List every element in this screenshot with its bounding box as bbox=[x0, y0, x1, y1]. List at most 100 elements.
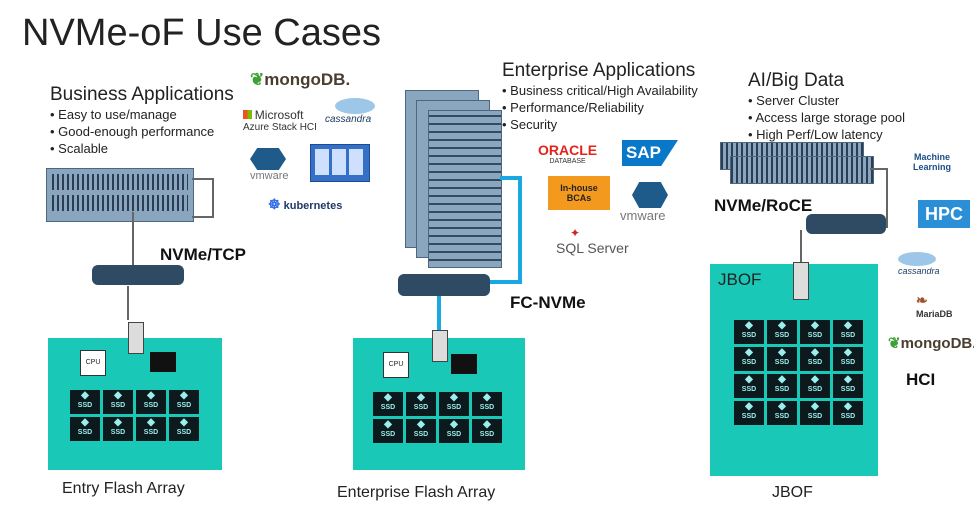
fc-link bbox=[518, 176, 522, 284]
jbof-label: JBOF bbox=[718, 270, 762, 289]
nvme-tcp-label: NVMe/TCP bbox=[160, 245, 246, 264]
business-bullet: Scalable bbox=[50, 140, 214, 157]
enterprise-server-front bbox=[428, 110, 502, 268]
ssd-icon: ◆SSD bbox=[800, 320, 830, 344]
cassandra-text: cassandra bbox=[898, 266, 940, 276]
ssd-icon: ◆SSD bbox=[373, 419, 403, 443]
business-bullet: Easy to use/manage bbox=[50, 106, 214, 123]
enterprise-bullets: Business critical/High Availability Perf… bbox=[502, 82, 698, 133]
oracle-logo: ORACLE DATABASE bbox=[538, 142, 597, 165]
fc-link bbox=[484, 280, 522, 284]
business-switch bbox=[92, 265, 184, 285]
kubernetes-logo: ☸ kubernetes bbox=[268, 196, 342, 213]
page-title: NVMe-oF Use Cases bbox=[22, 12, 381, 54]
dashboard-logo bbox=[310, 144, 370, 182]
microsoft-azure-logo: Microsoft Azure Stack HCI bbox=[243, 108, 317, 133]
ssd-icon: ◆SSD bbox=[800, 347, 830, 371]
ssd-icon: ◆SSD bbox=[70, 417, 100, 441]
ssd-icon: ◆SSD bbox=[767, 401, 797, 425]
sql-server-text: SQL Server bbox=[556, 240, 629, 256]
ssd-icon: ◆SSD bbox=[734, 374, 764, 398]
ssd-icon: ◆SSD bbox=[103, 390, 133, 414]
ssd-grid: ◆SSD◆SSD◆SSD◆SSD ◆SSD◆SSD◆SSD◆SSD bbox=[373, 392, 502, 443]
oracle-sub: DATABASE bbox=[549, 158, 586, 165]
ssd-grid: ◆SSD◆SSD◆SSD◆SSD ◆SSD◆SSD◆SSD◆SSD ◆SSD◆S… bbox=[734, 320, 863, 425]
vmware-logo: vmware bbox=[250, 148, 289, 182]
kubernetes-text: kubernetes bbox=[283, 200, 343, 212]
ssd-icon: ◆SSD bbox=[406, 419, 436, 443]
adapter-icon bbox=[432, 330, 448, 362]
enterprise-flash-caption: Enterprise Flash Array bbox=[337, 484, 496, 501]
fc-link bbox=[437, 296, 441, 336]
vmware-icon bbox=[250, 148, 286, 170]
ai-server bbox=[730, 156, 874, 184]
business-heading: Business Applications bbox=[50, 84, 234, 105]
business-server bbox=[46, 168, 194, 222]
chip-icon bbox=[451, 354, 477, 374]
oracle-text: ORACLE bbox=[538, 142, 598, 158]
ssd-icon: ◆SSD bbox=[833, 374, 863, 398]
enterprise-bullet: Business critical/High Availability bbox=[502, 82, 698, 99]
enterprise-heading: Enterprise Applications bbox=[502, 60, 696, 81]
fc-link bbox=[500, 176, 522, 180]
enterprise-flash-array: CPU ◆SSD◆SSD◆SSD◆SSD ◆SSD◆SSD◆SSD◆SSD bbox=[353, 338, 525, 470]
fc-nvme-label: FC-NVMe bbox=[510, 293, 586, 312]
cassandra-text: cassandra bbox=[325, 114, 372, 125]
ssd-icon: ◆SSD bbox=[767, 347, 797, 371]
kubernetes-icon: ☸ bbox=[268, 196, 281, 212]
jbof-caption: JBOF bbox=[772, 484, 813, 501]
microsoft-text: Microsoft bbox=[254, 108, 304, 122]
ssd-icon: ◆SSD bbox=[136, 390, 166, 414]
sql-server-icon: ✦ bbox=[570, 226, 581, 240]
ssd-icon: ◆SSD bbox=[734, 347, 764, 371]
entry-flash-caption: Entry Flash Array bbox=[62, 480, 185, 497]
ssd-icon: ◆SSD bbox=[472, 419, 502, 443]
sql-server-logo: ✦ SQL Server bbox=[556, 226, 629, 256]
mariadb-text: MariaDB bbox=[916, 309, 953, 319]
ssd-icon: ◆SSD bbox=[472, 392, 502, 416]
cpu-icon: CPU bbox=[383, 352, 409, 378]
vmware-logo-2: vmware bbox=[620, 182, 668, 223]
ai-bullet: Access large storage pool bbox=[748, 109, 905, 126]
cable bbox=[192, 178, 214, 218]
business-bullet: Good-enough performance bbox=[50, 123, 214, 140]
ssd-icon: ◆SSD bbox=[406, 392, 436, 416]
ssd-icon: ◆SSD bbox=[439, 419, 469, 443]
mongodb-logo: ❦mongoDB. bbox=[250, 70, 351, 89]
mariadb-icon: ❧ bbox=[916, 292, 928, 308]
cassandra-logo: cassandra bbox=[325, 98, 375, 125]
dashboard-panel bbox=[315, 149, 365, 175]
ai-switch bbox=[806, 214, 886, 234]
ssd-icon: ◆SSD bbox=[800, 401, 830, 425]
cassandra-eye-icon bbox=[335, 98, 375, 114]
cassandra-eye-icon bbox=[898, 252, 936, 266]
ai-bullets: Server Cluster Access large storage pool… bbox=[748, 92, 905, 143]
mongodb-text: mongoDB. bbox=[264, 70, 351, 89]
vmware-icon bbox=[632, 182, 668, 208]
chip-icon bbox=[150, 352, 176, 372]
enterprise-bullet: Performance/Reliability bbox=[502, 99, 698, 116]
ssd-icon: ◆SSD bbox=[169, 390, 199, 414]
cable bbox=[800, 230, 802, 264]
ssd-icon: ◆SSD bbox=[833, 320, 863, 344]
ai-bullet: Server Cluster bbox=[748, 92, 905, 109]
ssd-icon: ◆SSD bbox=[70, 390, 100, 414]
ssd-grid: ◆SSD◆SSD◆SSD◆SSD ◆SSD◆SSD◆SSD◆SSD bbox=[70, 390, 199, 441]
ai-bullet: High Perf/Low latency bbox=[748, 126, 905, 143]
cassandra-logo-2: cassandra bbox=[898, 252, 940, 276]
ssd-icon: ◆SSD bbox=[734, 320, 764, 344]
enterprise-bullet: Security bbox=[502, 116, 698, 133]
ssd-icon: ◆SSD bbox=[767, 320, 797, 344]
ssd-icon: ◆SSD bbox=[439, 392, 469, 416]
vmware-text: vmware bbox=[250, 170, 289, 182]
ssd-icon: ◆SSD bbox=[136, 417, 166, 441]
ssd-icon: ◆SSD bbox=[169, 417, 199, 441]
mariadb-logo: ❧ MariaDB bbox=[916, 292, 953, 319]
hci-label: HCI bbox=[906, 370, 936, 389]
business-bullets: Easy to use/manage Good-enough performan… bbox=[50, 106, 214, 157]
cable bbox=[127, 286, 129, 320]
ssd-icon: ◆SSD bbox=[734, 401, 764, 425]
adapter-icon bbox=[793, 262, 809, 300]
ssd-icon: ◆SSD bbox=[833, 347, 863, 371]
machine-learning-logo: Machine Learning bbox=[912, 152, 951, 172]
